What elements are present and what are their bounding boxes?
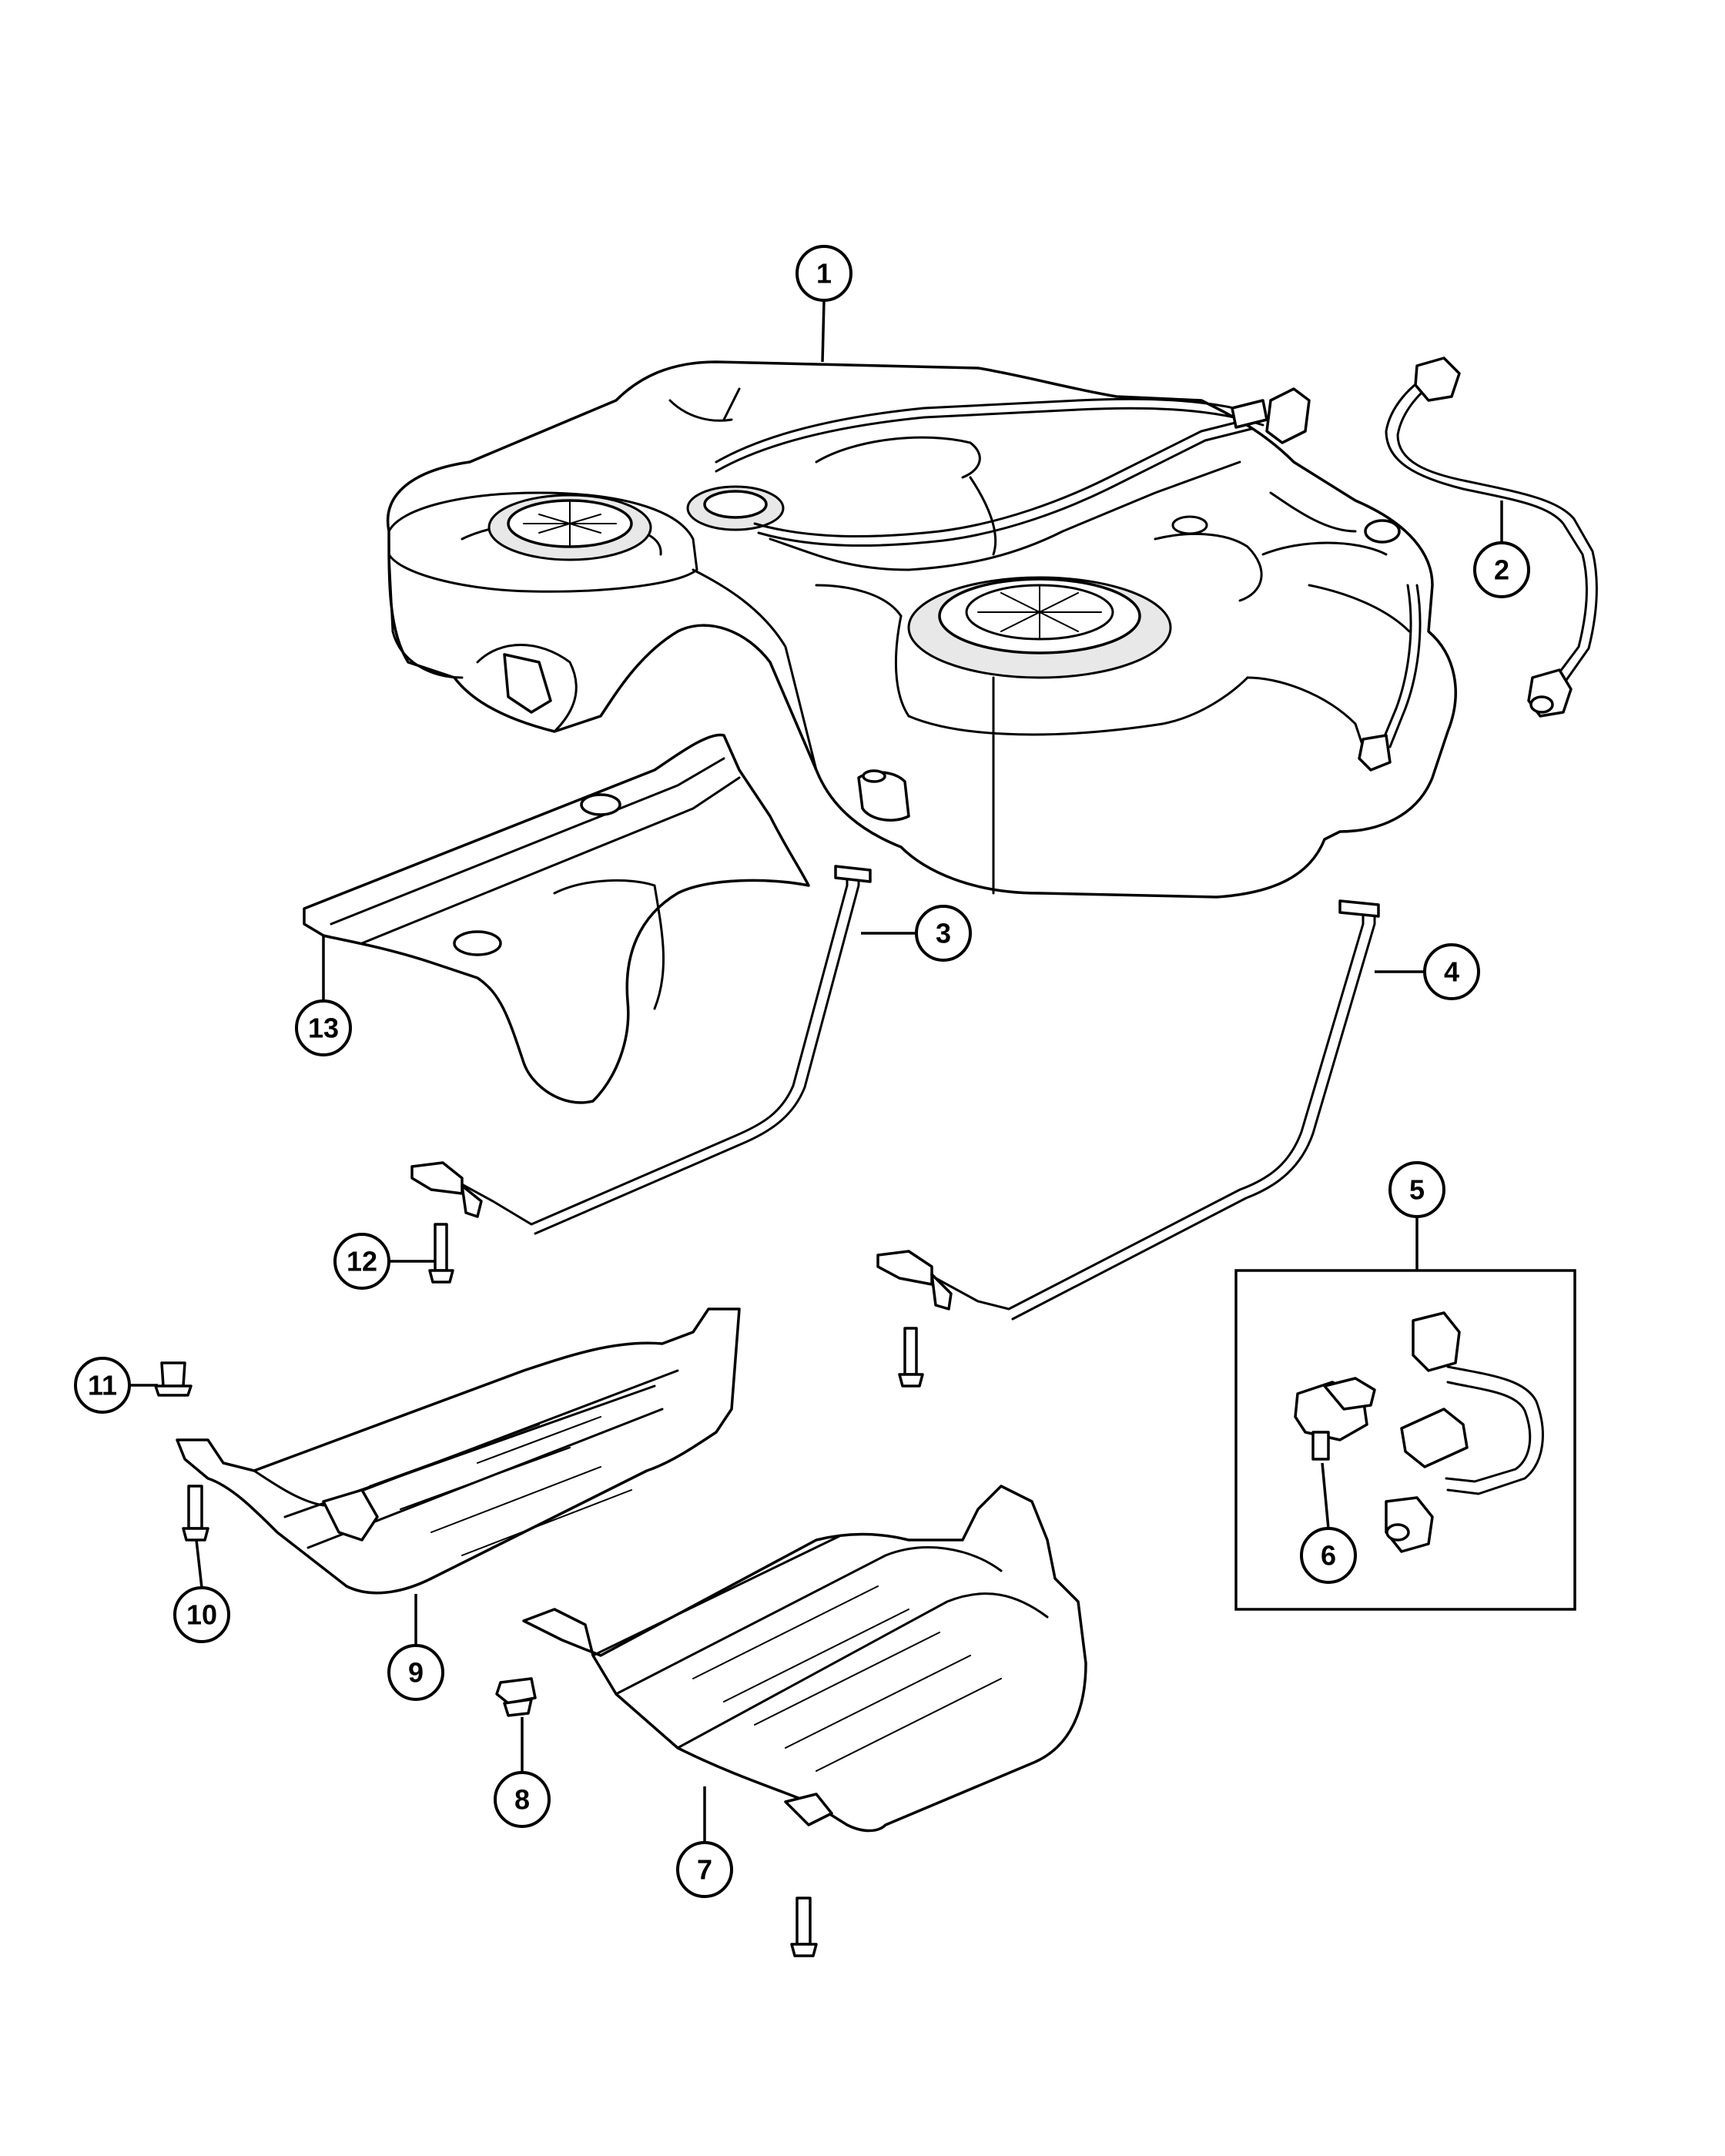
callout-label-12: 12 — [347, 1246, 377, 1277]
heat-shield — [303, 733, 810, 1104]
callout-label-5: 5 — [1409, 1174, 1425, 1206]
callout-label-10: 10 — [186, 1599, 217, 1631]
tank-strap-left — [410, 865, 872, 1235]
callout-13: 13 — [295, 999, 352, 1056]
bolt-12 — [428, 1223, 454, 1284]
callout-12: 12 — [333, 1233, 390, 1290]
callout-label-7: 7 — [697, 1854, 712, 1886]
tank-strap-right — [876, 899, 1380, 1321]
skid-plate-left — [176, 1307, 741, 1595]
nut-11 — [154, 1361, 193, 1397]
callout-11: 11 — [74, 1357, 131, 1414]
callout-4: 4 — [1423, 943, 1480, 1000]
callout-label-3: 3 — [936, 918, 951, 949]
skid-plate-right — [522, 1485, 1087, 1833]
callout-7: 7 — [676, 1841, 733, 1898]
callout-label-2: 2 — [1494, 554, 1509, 586]
bolt-10 — [182, 1485, 209, 1542]
kit-frame — [1234, 1269, 1576, 1611]
callout-label-9: 9 — [408, 1657, 424, 1689]
fuel-hose-assembly — [1385, 357, 1598, 718]
bolt-skid-right — [790, 1897, 818, 1957]
callout-label-1: 1 — [816, 258, 832, 290]
callout-label-11: 11 — [88, 1370, 117, 1401]
callout-label-6: 6 — [1321, 1540, 1336, 1572]
callout-label-8: 8 — [514, 1784, 530, 1816]
nut-8 — [495, 1677, 537, 1717]
callout-8: 8 — [494, 1771, 551, 1828]
callout-6: 6 — [1300, 1527, 1357, 1584]
callout-9: 9 — [387, 1644, 444, 1701]
callout-5: 5 — [1388, 1161, 1445, 1218]
callout-label-4: 4 — [1444, 956, 1459, 988]
sensor-kit-box — [1234, 1269, 1576, 1611]
callout-10: 10 — [173, 1586, 230, 1643]
bolt-strap-right — [898, 1327, 924, 1388]
callout-3: 3 — [915, 905, 972, 962]
callout-label-13: 13 — [308, 1013, 339, 1044]
fuel-tank — [386, 360, 1457, 899]
callout-1: 1 — [796, 245, 852, 302]
fuel-pressure-sensor — [1294, 1377, 1376, 1461]
leader-lines — [129, 300, 1503, 1843]
callout-2: 2 — [1473, 541, 1530, 598]
